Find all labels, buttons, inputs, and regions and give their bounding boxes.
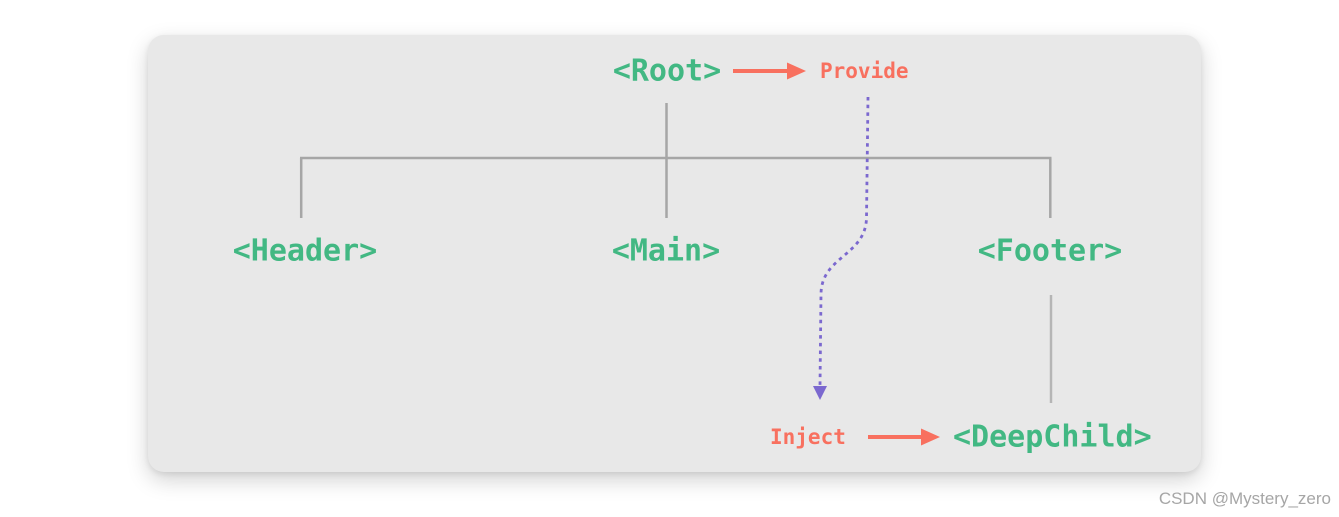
node-main: <Main> (611, 233, 721, 269)
node-header: <Header> (232, 233, 378, 269)
inject-label: Inject (770, 425, 846, 449)
diagram-card (148, 35, 1201, 472)
node-footer: <Footer> (977, 233, 1123, 269)
node-root: <Root> (612, 53, 722, 89)
provide-label: Provide (820, 59, 909, 83)
watermark: CSDN @Mystery_zero (1158, 489, 1331, 508)
node-deep-child: <DeepChild> (953, 419, 1152, 455)
